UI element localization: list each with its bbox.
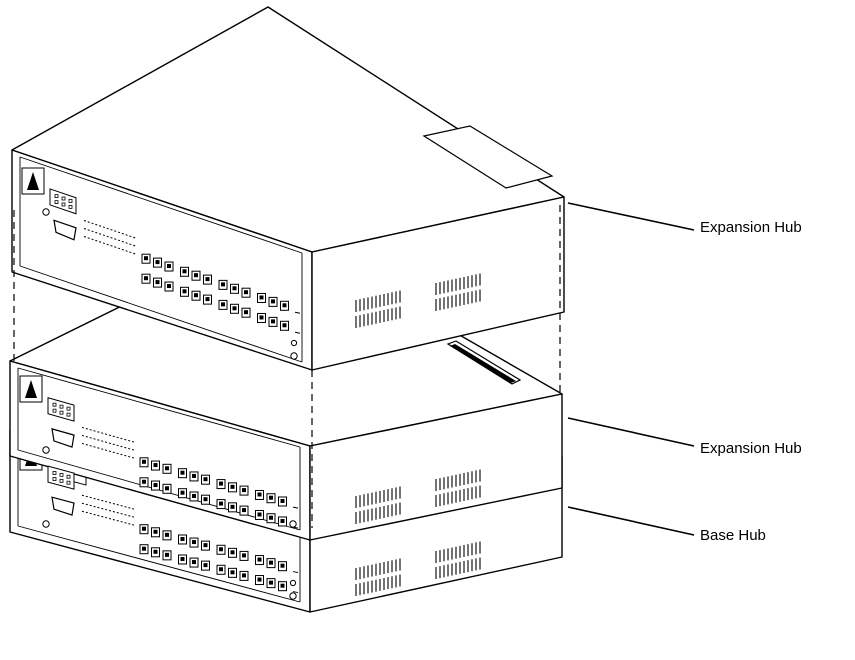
middle-hub-screw-left — [42, 446, 50, 454]
top-hub-vents — [355, 273, 481, 328]
leader-line-middle — [567, 417, 695, 447]
top-hub-front-details — [49, 188, 301, 334]
callout-bottom: Base Hub — [567, 506, 766, 544]
leader-line-bottom — [567, 506, 695, 536]
base-hub-screw-left — [42, 520, 50, 528]
middle-hub-front-details — [47, 397, 299, 529]
top-hub-screw-left — [42, 208, 50, 216]
leader-line-top — [567, 202, 695, 231]
base-hub-front-details — [47, 465, 299, 594]
port-arrays — [47, 188, 481, 596]
top-hub-screw-right — [290, 352, 298, 360]
base-hub-screw-right — [289, 592, 297, 600]
middle-hub-side-panel — [309, 393, 563, 541]
callout-middle: Expansion Hub — [567, 417, 802, 457]
top-hub-logo — [21, 167, 45, 195]
middle-hub-expansion-slot — [446, 340, 522, 385]
top-hub-label-plate — [422, 125, 554, 189]
base-hub-vents-detail — [355, 541, 481, 596]
middle-hub-logo — [19, 375, 43, 403]
alignment-guides — [13, 205, 561, 528]
callout-top: Expansion Hub — [567, 202, 802, 236]
label-expansion-hub-top: Expansion Hub — [700, 219, 802, 236]
middle-hub-vents — [355, 469, 481, 524]
label-expansion-hub-middle: Expansion Hub — [700, 440, 802, 457]
top-hub-side-panel — [311, 196, 565, 371]
label-base-hub: Base Hub — [700, 527, 766, 544]
top-expansion-hub — [11, 6, 565, 371]
